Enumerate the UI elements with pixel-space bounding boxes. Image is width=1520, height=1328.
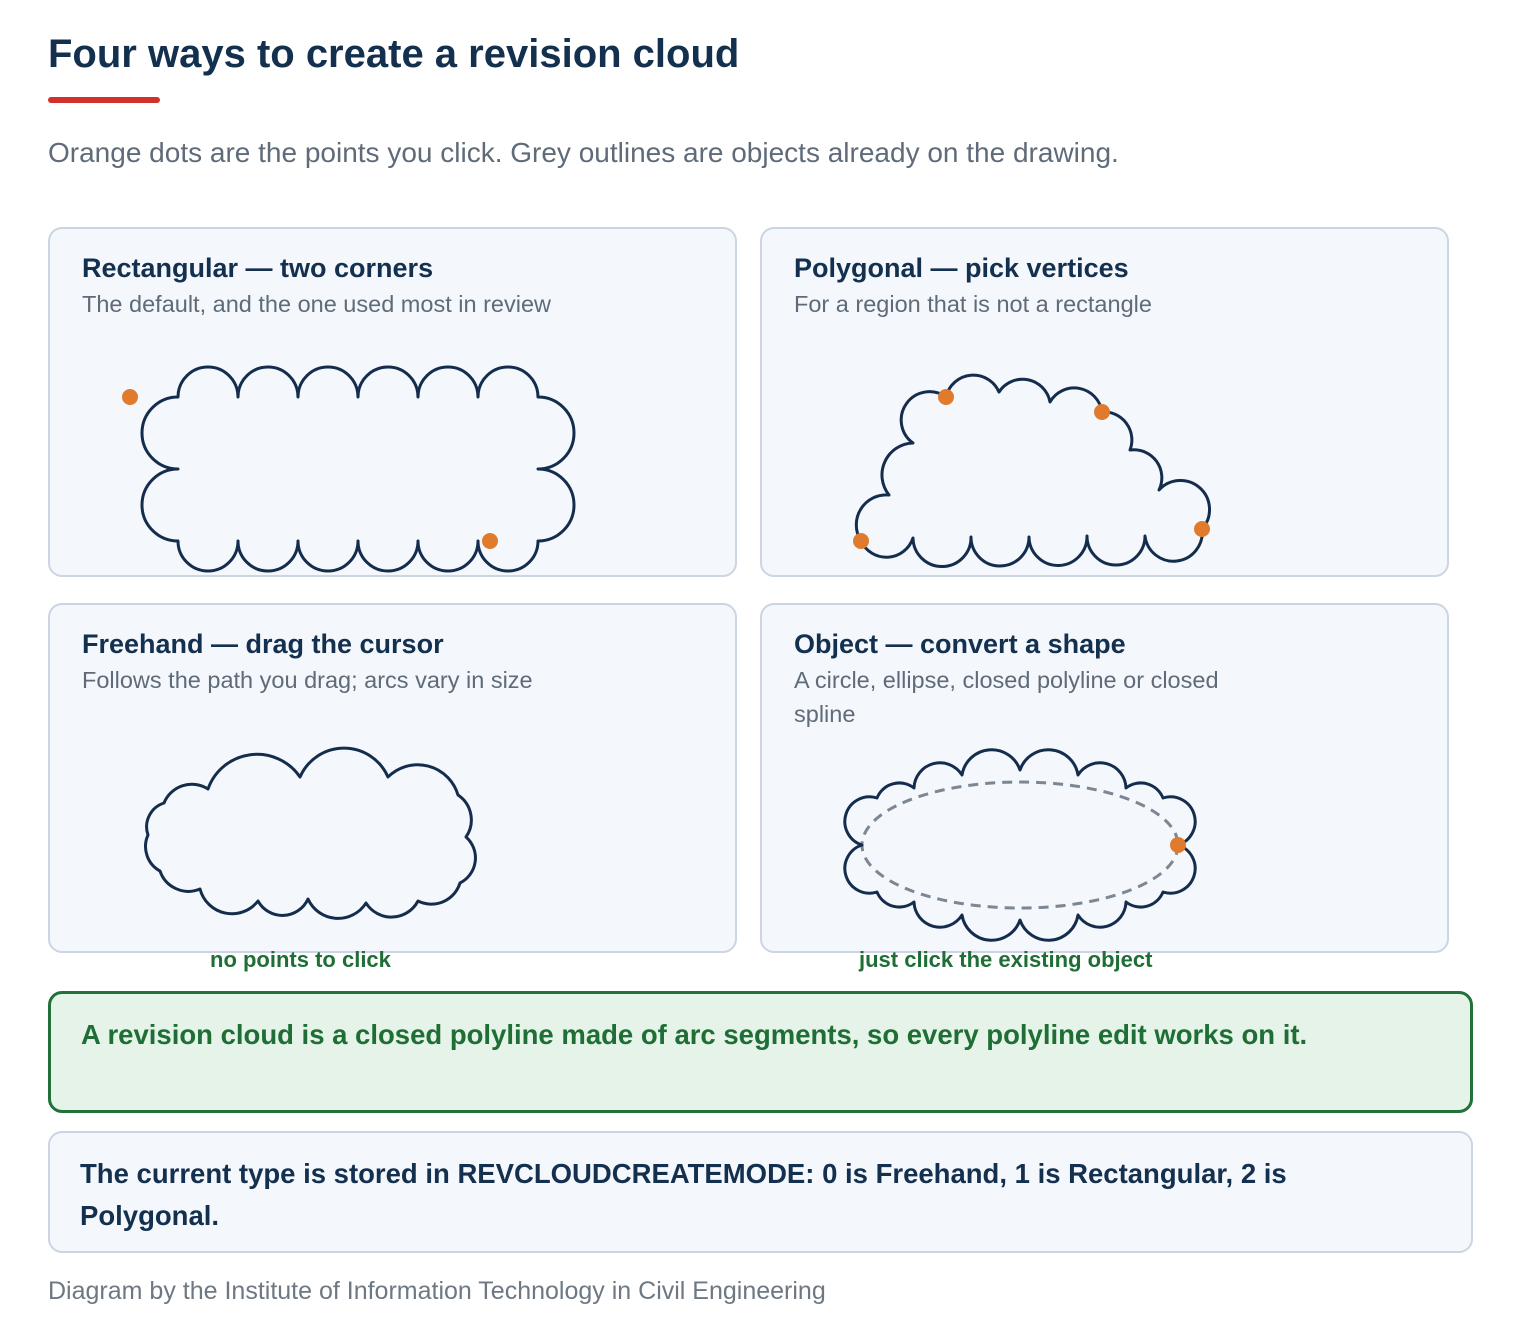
freehand-caption: no points to click (210, 947, 391, 972)
object-cloud-figure (843, 748, 1197, 942)
polygonal-cloud-figure (853, 373, 1212, 568)
click-point (1170, 837, 1186, 853)
object-caption: just click the existing object (859, 947, 1153, 972)
card-rectangular: Rectangular — two corners The default, a… (48, 227, 737, 577)
click-point (853, 533, 869, 549)
polyline-note-text: A revision cloud is a closed polyline ma… (81, 1019, 1308, 1050)
mode-note-text: The current type is stored in REVCLOUDCR… (80, 1158, 1287, 1231)
card-description: A circle, ellipse, closed polyline or cl… (794, 667, 1219, 727)
page-subtitle: Orange dots are the points you click. Gr… (48, 137, 1119, 168)
revision-cloud-object (843, 748, 1197, 942)
freehand-cloud-figure (144, 746, 477, 920)
click-point (938, 389, 954, 405)
rectangular-cloud-figure (122, 365, 576, 573)
page-title: Four ways to create a revision cloud (48, 32, 740, 76)
existing-ellipse-object (860, 780, 1180, 910)
click-point (482, 533, 498, 549)
revision-cloud-polygonal (854, 373, 1212, 568)
card-description: Follows the path you drag; arcs vary in … (82, 667, 533, 693)
card-title: Freehand — drag the cursor (82, 629, 444, 659)
footer-credit: Diagram by the Institute of Information … (48, 1277, 826, 1305)
revision-cloud-rectangular (140, 365, 576, 573)
click-point (1094, 404, 1110, 420)
polyline-note: A revision cloud is a closed polyline ma… (48, 991, 1473, 1113)
card-polygonal: Polygonal — pick vertices For a region t… (760, 227, 1449, 577)
card-title: Rectangular — two corners (82, 253, 434, 283)
card-object: Object — convert a shape A circle, ellip… (760, 603, 1449, 953)
card-description: The default, and the one used most in re… (82, 291, 551, 317)
card-title: Polygonal — pick vertices (794, 253, 1129, 283)
click-point (1194, 521, 1210, 537)
revision-cloud-freehand (144, 746, 477, 920)
mode-note: The current type is stored in REVCLOUDCR… (48, 1131, 1473, 1253)
card-freehand: Freehand — drag the cursor Follows the p… (48, 603, 737, 953)
title-accent-rule (48, 97, 160, 103)
card-description: For a region that is not a rectangle (794, 291, 1152, 317)
card-title: Object — convert a shape (794, 629, 1126, 659)
click-point (122, 389, 138, 405)
